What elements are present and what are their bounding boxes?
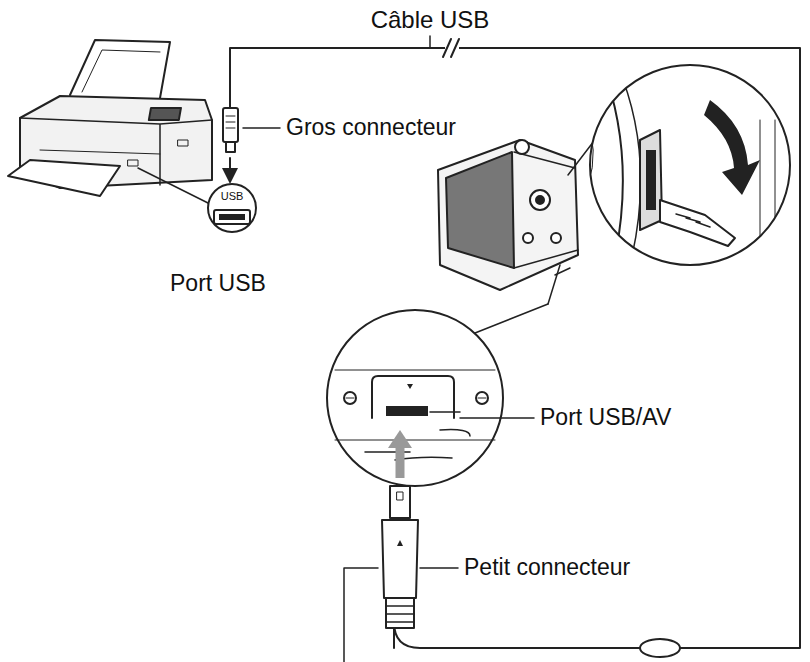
camera-port-zoom bbox=[327, 304, 548, 486]
port-cover-zoom bbox=[575, 60, 790, 280]
usb-port-callout bbox=[208, 184, 256, 232]
port-marking: USB bbox=[221, 190, 244, 203]
port-name: Port USB/AV bbox=[538, 404, 673, 430]
large-connector bbox=[223, 108, 280, 176]
connector-name: Gros connecteur bbox=[284, 114, 458, 140]
camera bbox=[438, 120, 610, 304]
port-name: Port USB bbox=[168, 270, 268, 296]
cable-name: Câble USB bbox=[369, 6, 492, 34]
small-connector bbox=[344, 430, 458, 662]
printer bbox=[8, 40, 212, 204]
usb-cable bbox=[230, 36, 800, 657]
connector-name: Petit connecteur bbox=[462, 554, 632, 580]
